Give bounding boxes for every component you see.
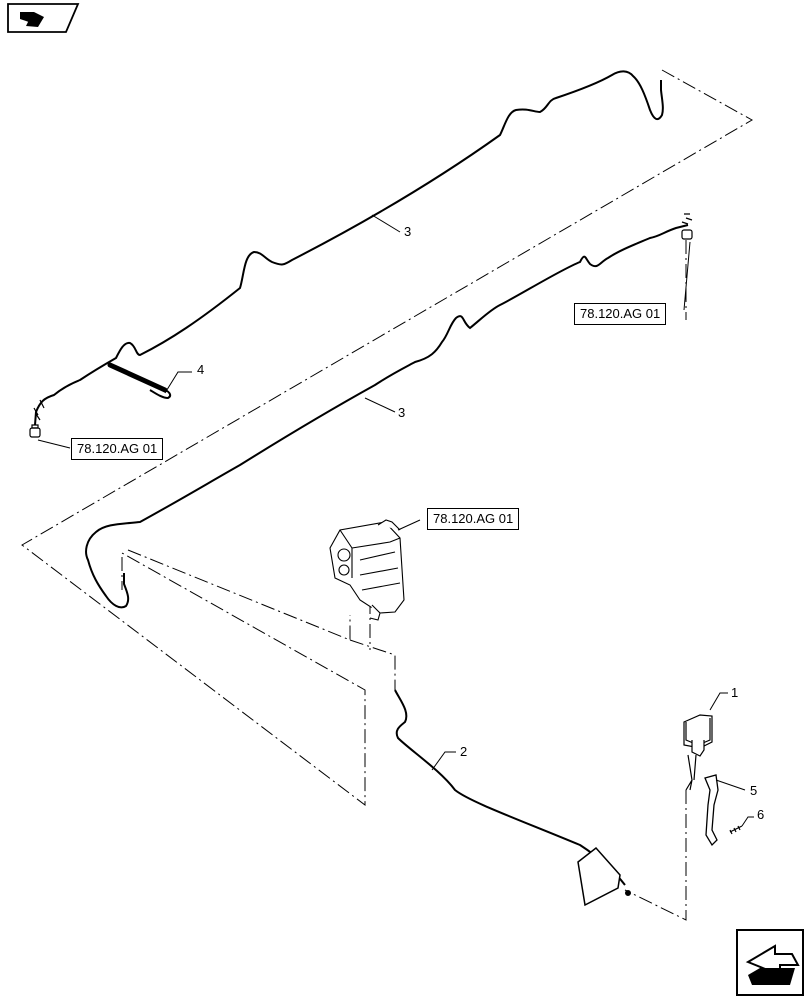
harness-lower bbox=[85, 224, 689, 609]
relay-switch bbox=[683, 714, 713, 791]
reference-box-center[interactable]: 78.120.AG 01 bbox=[427, 508, 520, 530]
harness-upper bbox=[34, 70, 664, 426]
reference-box-left[interactable]: 78.120.AG 01 bbox=[71, 438, 164, 460]
bracket-5 bbox=[704, 774, 719, 847]
callout-number: 3 bbox=[404, 224, 412, 239]
callout-number: 6 bbox=[757, 807, 765, 822]
reference-box-top-right[interactable]: 78.120.AG 01 bbox=[574, 303, 667, 325]
leader-lines bbox=[37, 214, 754, 827]
phantom-outline bbox=[21, 69, 754, 921]
spiral-wrap bbox=[109, 364, 172, 400]
screw-6 bbox=[729, 825, 743, 835]
callout-number: 4 bbox=[197, 362, 205, 377]
connector-right bbox=[681, 213, 693, 240]
callout-number: 1 bbox=[731, 685, 739, 700]
next-page-arrow-icon[interactable] bbox=[736, 929, 804, 996]
callout-number: 5 bbox=[750, 783, 758, 798]
exploded-view-icon[interactable] bbox=[7, 3, 80, 33]
connector-left bbox=[29, 399, 45, 438]
triangle-bracket bbox=[577, 846, 621, 907]
callout-number: 2 bbox=[460, 744, 468, 759]
control-module bbox=[329, 519, 405, 621]
harness-2 bbox=[394, 689, 626, 886]
callout-number: 3 bbox=[398, 405, 406, 420]
